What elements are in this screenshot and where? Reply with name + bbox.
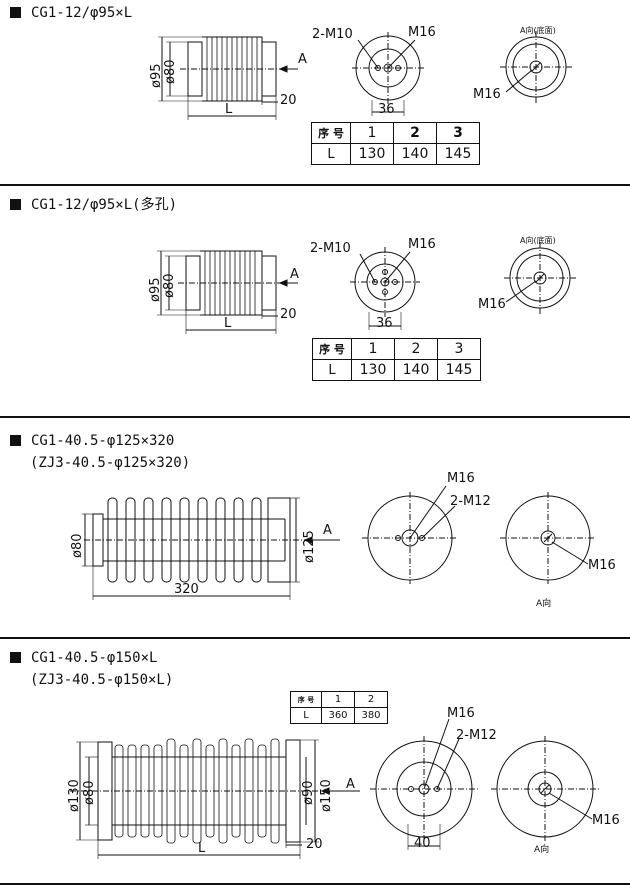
section-subtitle: (ZJ3-40.5-φ125×320)	[30, 455, 191, 471]
table-col-cell: 2	[393, 122, 437, 144]
side-view-drawing: ø130 ø80 ø90 ø150 L 20 A M16 2-M12 40	[67, 706, 620, 859]
spec-table: 序 号 1 2 3 L 130 140 145	[312, 338, 481, 381]
table-col-cell: 1	[321, 691, 355, 708]
bullet-square-icon	[10, 435, 21, 446]
table-row-label: L	[312, 359, 352, 381]
dim-length: L	[224, 316, 232, 331]
table-col-cell: 3	[437, 338, 481, 360]
table-col-cell: 3	[436, 122, 480, 144]
front-holes-label: 2-M12	[456, 728, 497, 743]
table-value-cell: 145	[437, 359, 481, 381]
front-holes-label: 2-M10	[312, 27, 353, 42]
side-view-drawing: ø80 ø125 320 A M16 2-M12 M16 A向	[70, 471, 616, 609]
arrow-a-label: A	[346, 777, 355, 792]
title-text: CG1-40.5-φ125×320	[31, 433, 175, 449]
table-value-cell: 130	[350, 143, 394, 165]
dim-flange: 20	[280, 93, 297, 108]
dim-outer-diameter: ø125	[302, 530, 317, 563]
table-header-cell: 序 号	[290, 691, 322, 708]
front-spacing-label: 40	[414, 836, 431, 851]
dim-length: 320	[174, 582, 199, 597]
dim-inner-diameter: ø80	[82, 781, 97, 806]
dim-inner-diameter: ø80	[70, 534, 85, 559]
front-center-label: M16	[447, 706, 475, 721]
table-header-cell: 序 号	[311, 122, 351, 144]
front-holes-label: 2-M10	[310, 241, 351, 256]
table-col-cell: 2	[394, 338, 438, 360]
a-view-label: A向	[534, 843, 549, 855]
section-title: CG1-12/φ95×L(多孔)	[10, 196, 177, 214]
table-row-label: L	[311, 143, 351, 165]
table-value-cell: 140	[394, 359, 438, 381]
table-value-cell: 145	[436, 143, 480, 165]
section-title: CG1-40.5-φ125×320	[10, 432, 174, 450]
bullet-square-icon	[10, 652, 21, 663]
title-text: CG1-40.5-φ150×L	[31, 650, 158, 666]
table-value-cell: 140	[393, 143, 437, 165]
dim-right-outer: ø150	[319, 779, 334, 812]
bullet-square-icon	[10, 7, 21, 18]
section-divider	[0, 637, 630, 639]
front-holes-label: 2-M12	[450, 494, 491, 509]
arrow-a-label: A	[323, 523, 332, 538]
dim-length: L	[225, 102, 233, 117]
bullet-square-icon	[10, 199, 21, 210]
section-cg1-40-5-150: CG1-40.5-φ150×L (ZJ3-40.5-φ150×L)	[0, 639, 630, 886]
section-cg1-12-95: CG1-12/φ95×L	[0, 0, 630, 185]
dim-outer-diameter: ø130	[67, 779, 82, 812]
a-view-label: A向(底面)	[520, 235, 556, 245]
section-cg1-12-95-multi-hole: CG1-12/φ95×L(多孔)	[0, 186, 630, 416]
table-col-cell: 1	[351, 338, 395, 360]
dim-outer-diameter: ø95	[148, 278, 163, 303]
title-text: CG1-12/φ95×L	[31, 5, 133, 21]
front-spacing-label: 36	[376, 316, 393, 331]
section-divider	[0, 416, 630, 418]
a-view-center-label: M16	[588, 558, 616, 573]
table-col-cell: 1	[350, 122, 394, 144]
section-cg1-40-5-125: CG1-40.5-φ125×320 (ZJ3-40.5-φ125×320)	[0, 418, 630, 638]
front-spacing-label: 36	[378, 102, 395, 117]
table-row-label: L	[290, 707, 322, 724]
a-view-label: A向	[536, 597, 551, 609]
table-value-cell: 360	[321, 707, 355, 724]
spec-table: 序 号 1 2 3 L 130 140 145	[311, 122, 480, 165]
arrow-a-label: A	[298, 52, 307, 67]
title-text: CG1-12/φ95×L(多孔)	[31, 197, 178, 213]
section-subtitle: (ZJ3-40.5-φ150×L)	[30, 672, 174, 688]
dim-length: L	[198, 841, 206, 856]
side-view-drawing: ø95 ø80 L 20 A 2-M10 M16 36	[148, 235, 576, 334]
table-header-cell: 序 号	[312, 338, 352, 360]
arrow-a-label: A	[290, 267, 299, 282]
section-title: CG1-40.5-φ150×L	[10, 649, 157, 667]
section-divider	[0, 184, 630, 186]
a-view-center-label: M16	[592, 813, 620, 828]
a-view-center-label: M16	[473, 87, 501, 102]
table-col-cell: 2	[354, 691, 388, 708]
dim-outer-diameter: ø95	[149, 64, 164, 89]
a-view-label: A向(底面)	[520, 25, 556, 35]
table-value-cell: 130	[351, 359, 395, 381]
dim-inner-diameter: ø80	[162, 274, 177, 299]
dim-flange: 20	[306, 837, 323, 852]
front-center-label: M16	[408, 25, 436, 40]
dim-inner-diameter: ø80	[163, 60, 178, 85]
spec-table: 序 号 1 2 L 360 380	[290, 691, 388, 724]
front-center-label: M16	[447, 471, 475, 486]
section-title: CG1-12/φ95×L	[10, 4, 132, 22]
dim-flange: 20	[280, 307, 297, 322]
side-view-drawing: ø95 ø80 L 20 A 2-M10 M16 36	[149, 25, 572, 120]
a-view-center-label: M16	[478, 297, 506, 312]
table-value-cell: 380	[354, 707, 388, 724]
dim-right-inner: ø90	[301, 781, 316, 806]
front-center-label: M16	[408, 237, 436, 252]
section-divider	[0, 883, 630, 885]
